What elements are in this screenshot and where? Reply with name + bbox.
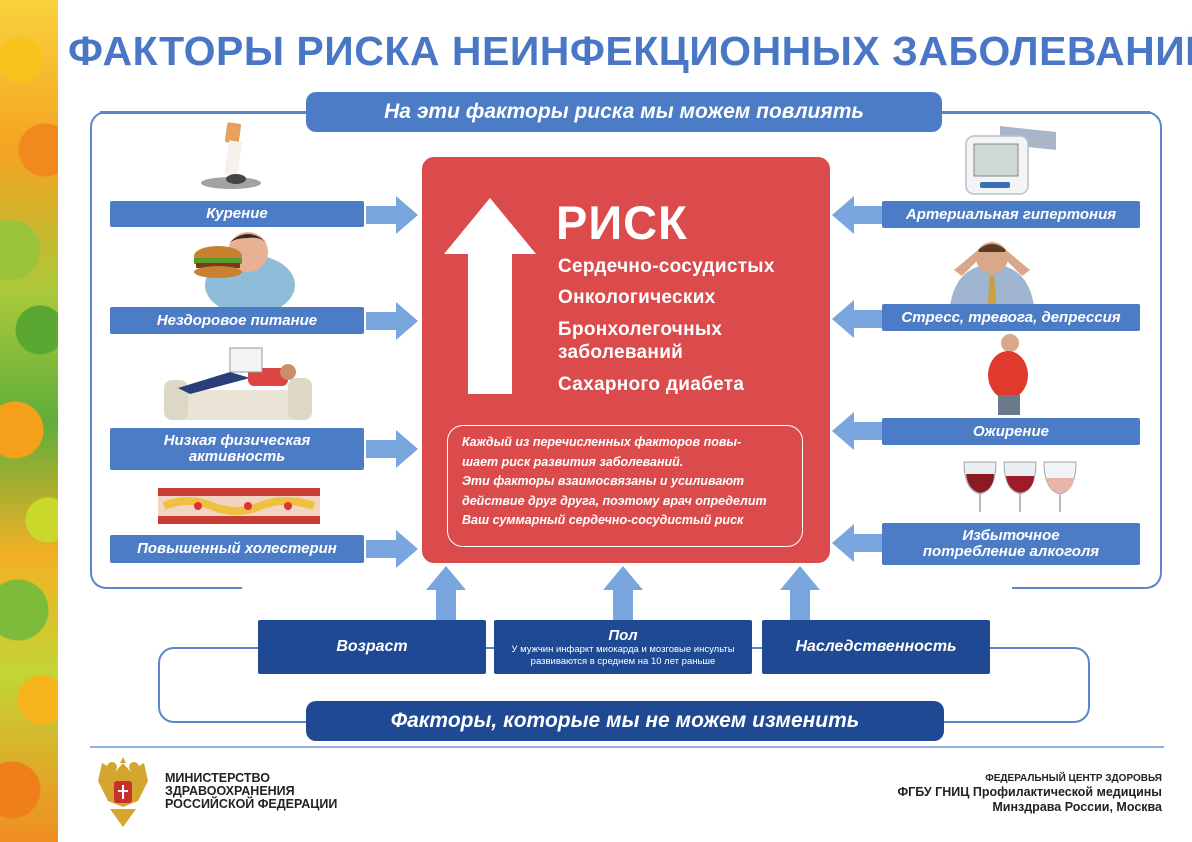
- risk-note-line: Эти факторы взаимосвязаны и усиливают: [462, 474, 745, 488]
- factor-low-physical-activity-line2: активность: [188, 448, 286, 465]
- risk-item-cardiovascular: Сердечно-сосудистых: [558, 256, 775, 277]
- modifiable-factors-header: На эти факторы риска мы можем повлиять: [306, 92, 942, 132]
- factor-unhealthy-diet: Нездоровое питание: [110, 307, 364, 334]
- factor-age: Возраст: [258, 620, 486, 674]
- arrow-right-cholesterol: [366, 530, 418, 568]
- factor-low-physical-activity: Низкая физическая активность: [110, 428, 364, 470]
- risk-item-diabetes: Сахарного диабета: [558, 374, 745, 395]
- arrow-up-heredity: [780, 566, 820, 620]
- arrow-right-smoking: [366, 196, 418, 234]
- arrow-right-diet: [366, 302, 418, 340]
- cigarette-icon: [201, 122, 261, 189]
- up-arrow-icon: [444, 198, 536, 394]
- poster-title: ФАКТОРЫ РИСКА НЕИНФЕКЦИОННЫХ ЗАБОЛЕВАНИЙ: [68, 28, 1192, 74]
- arrow-up-sex: [603, 566, 643, 620]
- risk-item-oncological: Онкологических: [558, 287, 716, 308]
- health-center-line: Минздрава России, Москва: [992, 800, 1162, 814]
- factor-arterial-hypertension: Артериальная гипертония: [882, 201, 1140, 228]
- factor-stress-anxiety-depression: Стресс, тревога, депрессия: [882, 304, 1140, 331]
- blood-pressure-monitor-icon: [965, 126, 1056, 195]
- arrow-left-obesity: [832, 412, 884, 450]
- ministry-line: ЗДРАВООХРАНЕНИЯ: [165, 784, 295, 798]
- factor-sex-note-line2: развиваются в среднем на 10 лет раньше: [530, 655, 716, 667]
- factor-excessive-alcohol-line2: потребление алкоголя: [922, 543, 1100, 560]
- risk-note-line: Каждый из перечисленных факторов повы-: [462, 435, 742, 449]
- arrow-left-stress: [832, 300, 884, 338]
- risk-item-diseases: заболеваний: [558, 342, 684, 363]
- factor-excessive-alcohol: Избыточное потребление алкоголя: [882, 523, 1140, 565]
- arrow-up-age: [426, 566, 466, 620]
- coat-of-arms-icon: [98, 757, 148, 827]
- arrow-left-alcohol: [832, 524, 884, 562]
- factor-high-cholesterol: Повышенный холестерин: [110, 535, 364, 563]
- factor-sex: Пол У мужчин инфаркт миокарда и мозговые…: [494, 620, 752, 674]
- frame-top-line-right: [942, 111, 1150, 114]
- frame-top-line-left: [100, 111, 306, 114]
- ministry-name: МИНИСТЕРСТВО ЗДРАВООХРАНЕНИЯ РОССИЙСКОЙ …: [165, 772, 337, 811]
- risk-title: РИСК: [556, 196, 688, 249]
- factor-smoking: Курение: [110, 201, 364, 227]
- ministry-line: МИНИСТЕРСТВО: [165, 771, 270, 785]
- couch-reader-icon: [164, 347, 312, 420]
- wine-glasses-icon: [963, 461, 1077, 512]
- artery-plaque-icon: [158, 488, 320, 524]
- risk-note: Каждый из перечисленных факторов повы- ш…: [447, 425, 803, 547]
- risk-item-bronchopulmonary: Бронхолегочных: [558, 319, 723, 340]
- health-center-credits: ФЕДЕРАЛЬНЫЙ ЦЕНТР ЗДОРОВЬЯ ФГБУ ГНИЦ Про…: [897, 772, 1162, 815]
- arrow-left-hypertension: [832, 196, 884, 234]
- risk-note-line: Ваш суммарный сердечно-сосудистый риск: [462, 513, 744, 527]
- health-center-line: ФГБУ ГНИЦ Профилактической медицины: [897, 785, 1162, 799]
- factor-excessive-alcohol-line1: Избыточное: [962, 527, 1060, 544]
- health-center-line: ФЕДЕРАЛЬНЫЙ ЦЕНТР ЗДОРОВЬЯ: [985, 773, 1162, 784]
- burger-eater-icon: [194, 232, 295, 315]
- factor-heredity: Наследственность: [762, 620, 990, 674]
- arrow-right-activity: [366, 430, 418, 468]
- decorative-side-stripe: [0, 0, 58, 842]
- stressed-man-icon: [950, 242, 1034, 306]
- factor-obesity: Ожирение: [882, 418, 1140, 445]
- obese-man-icon: [988, 334, 1028, 415]
- ministry-line: РОССИЙСКОЙ ФЕДЕРАЦИИ: [165, 797, 338, 811]
- factor-sex-label: Пол: [608, 626, 638, 644]
- factor-sex-note-line1: У мужчин инфаркт миокарда и мозговые инс…: [511, 643, 735, 655]
- risk-note-line: шает риск развития заболеваний.: [462, 454, 684, 469]
- footer-divider: [90, 746, 1164, 748]
- non-modifiable-factors-header: Факторы, которые мы не можем изменить: [306, 701, 944, 741]
- factor-low-physical-activity-line1: Низкая физическая: [163, 432, 311, 449]
- risk-note-line: действие друг друга, поэтому врач опреде…: [462, 493, 767, 508]
